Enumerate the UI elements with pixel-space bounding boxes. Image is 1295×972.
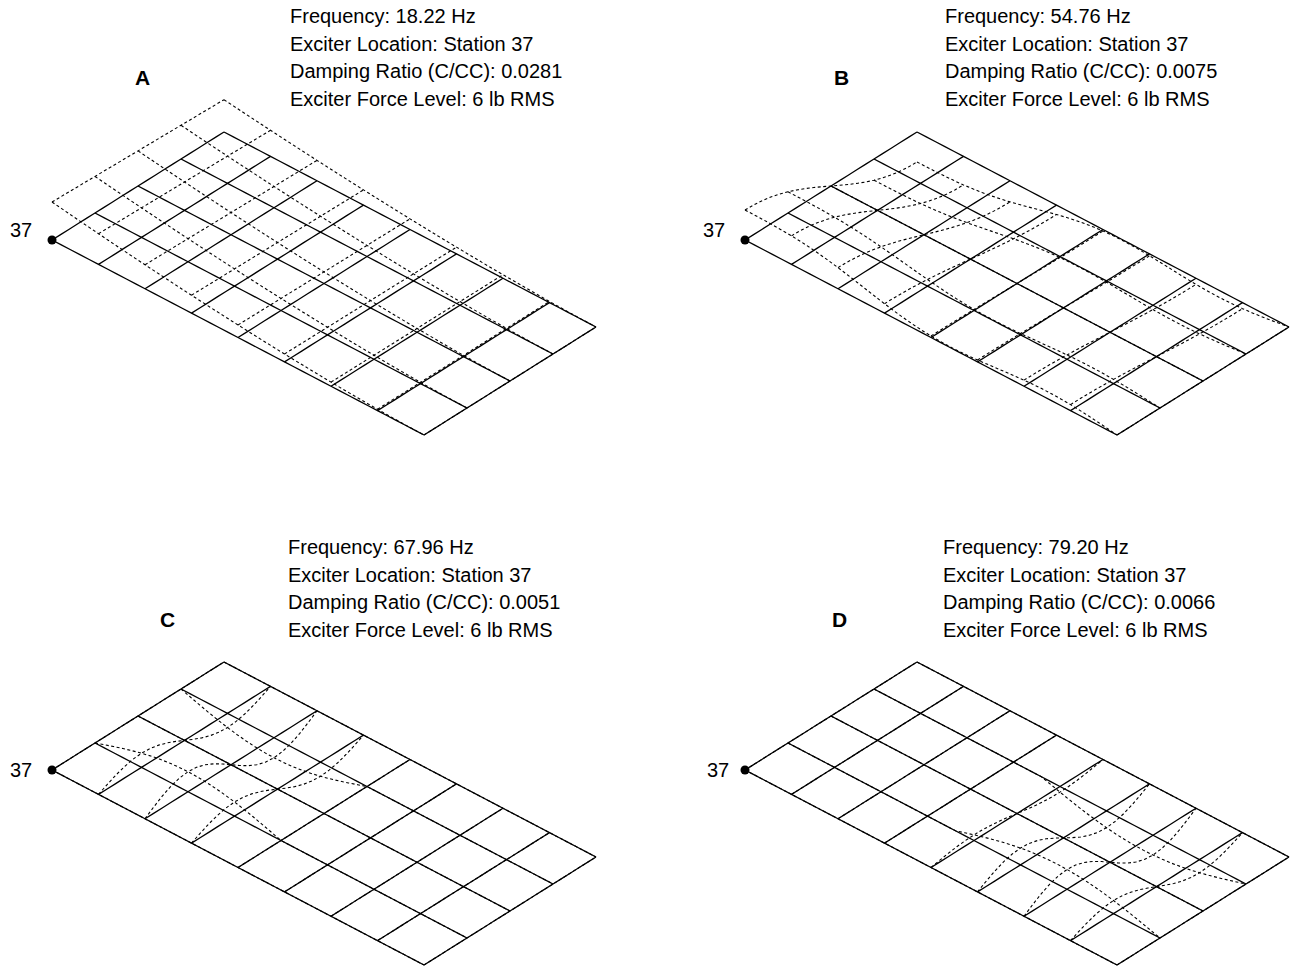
deformed-grid-line	[138, 716, 510, 911]
mode-parameter: Damping Ratio (C/CC): 0.0281	[290, 59, 562, 83]
mode-parameter: Frequency: 54.76 Hz	[945, 4, 1131, 28]
undeformed-grid-line	[831, 716, 1203, 911]
deformed-grid-line	[792, 686, 964, 794]
deformed-grid-line	[181, 689, 553, 884]
undeformed-grid-line	[978, 254, 1150, 362]
undeformed-grid-line	[181, 689, 553, 884]
deformed-grid-line	[978, 256, 1150, 360]
deformed-grid-line	[1071, 309, 1243, 405]
mode-parameter: Exciter Force Level: 6 lb RMS	[943, 618, 1208, 642]
deformed-grid-line	[788, 192, 1160, 408]
deformed-grid-line	[917, 162, 1289, 327]
undeformed-grid-line	[224, 662, 596, 857]
undeformed-grid-line	[1071, 833, 1243, 941]
panel-letter: A	[135, 66, 150, 90]
plate-grid	[48, 100, 597, 435]
deformed-grid-line	[52, 770, 424, 965]
deformed-grid-line	[917, 662, 1289, 857]
exciter-dot	[741, 766, 750, 775]
deformed-grid-line	[874, 180, 1246, 354]
deformed-grid-line	[745, 770, 1117, 965]
panel-letter: B	[834, 66, 849, 90]
deformed-grid-line	[378, 833, 550, 941]
deformed-grid-line	[95, 176, 467, 408]
deformed-grid-line	[99, 686, 271, 794]
undeformed-grid-line	[745, 240, 1117, 435]
plate-grid	[741, 132, 1290, 435]
deformed-grid-line	[1071, 833, 1243, 941]
exciter-dot	[48, 236, 57, 245]
deformed-grid-line	[138, 151, 510, 381]
panel-letter: C	[160, 608, 175, 632]
deformed-grid-line	[788, 743, 1160, 938]
mode-parameter: Exciter Force Level: 6 lb RMS	[945, 87, 1210, 111]
mode-parameter: Exciter Force Level: 6 lb RMS	[288, 618, 553, 642]
undeformed-grid-line	[788, 213, 1160, 408]
station-number: 37	[10, 758, 32, 782]
station-number: 37	[707, 758, 729, 782]
deformed-grid-line	[424, 327, 596, 435]
undeformed-grid-line	[52, 240, 424, 435]
undeformed-grid-line	[424, 327, 596, 435]
mode-parameter: Frequency: 18.22 Hz	[290, 4, 476, 28]
deformed-grid-line	[792, 185, 964, 236]
mode-parameter: Exciter Location: Station 37	[945, 32, 1188, 56]
mode-parameter: Damping Ratio (C/CC): 0.0066	[943, 590, 1215, 614]
undeformed-grid-line	[978, 784, 1150, 892]
plate-grid	[48, 662, 597, 965]
deformed-grid-line	[285, 784, 457, 892]
mode-parameter: Exciter Location: Station 37	[943, 563, 1186, 587]
mode-parameter: Frequency: 79.20 Hz	[943, 535, 1129, 559]
deformed-grid-line	[95, 743, 467, 938]
deformed-grid-line	[745, 210, 1117, 435]
mode-parameter: Damping Ratio (C/CC): 0.0051	[288, 590, 560, 614]
undeformed-grid-line	[917, 662, 1289, 857]
deformed-grid-line	[831, 186, 1203, 381]
panel-letter: D	[832, 608, 847, 632]
undeformed-grid-line	[788, 743, 1160, 938]
deformed-grid-line	[224, 662, 596, 857]
undeformed-grid-line	[378, 833, 550, 941]
undeformed-grid-line	[99, 686, 271, 794]
exciter-dot	[48, 766, 57, 775]
deformed-grid-line	[192, 735, 364, 843]
undeformed-grid-line	[874, 689, 1246, 884]
undeformed-grid-line	[285, 784, 457, 892]
mode-parameter: Exciter Force Level: 6 lb RMS	[290, 87, 555, 111]
plate-grid	[741, 662, 1290, 965]
mode-parameter: Exciter Location: Station 37	[290, 32, 533, 56]
deformed-grid-line	[224, 100, 596, 327]
undeformed-grid-line	[792, 686, 964, 794]
station-number: 37	[703, 218, 725, 242]
deformed-grid-line	[181, 125, 553, 354]
undeformed-grid-line	[95, 743, 467, 938]
mode-parameter: Exciter Location: Station 37	[288, 563, 531, 587]
station-number: 37	[10, 218, 32, 242]
undeformed-grid-line	[138, 186, 510, 381]
deformed-grid-line	[978, 784, 1150, 892]
undeformed-grid-line	[138, 716, 510, 911]
deformed-grid-line	[378, 301, 550, 409]
undeformed-grid-line	[192, 735, 364, 843]
undeformed-grid-line	[745, 770, 1117, 965]
exciter-dot	[741, 236, 750, 245]
deformed-grid-line	[831, 716, 1203, 911]
deformed-grid-line	[52, 202, 424, 435]
mode-parameter: Frequency: 67.96 Hz	[288, 535, 474, 559]
mode-parameter: Damping Ratio (C/CC): 0.0075	[945, 59, 1217, 83]
deformed-grid-line	[874, 689, 1246, 884]
undeformed-grid-line	[52, 770, 424, 965]
undeformed-grid-line	[95, 213, 467, 408]
deformed-grid-line	[885, 735, 1057, 843]
undeformed-grid-line	[917, 132, 1289, 327]
undeformed-grid-line	[885, 735, 1057, 843]
undeformed-grid-line	[874, 159, 1246, 354]
undeformed-grid-line	[831, 186, 1203, 381]
